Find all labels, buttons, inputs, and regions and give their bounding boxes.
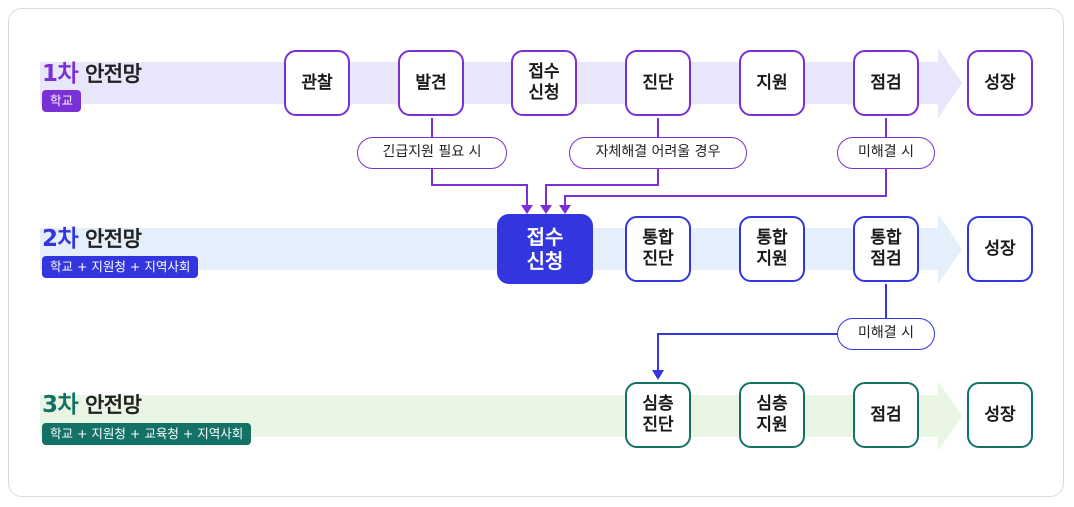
tier2-node-integrated-support: 통합 지원 (739, 216, 805, 282)
tier2-node-integrated-check: 통합 점검 (853, 216, 919, 282)
tier2-node-integrated-diagnose: 통합 진단 (625, 216, 691, 282)
tier2-node-growth: 성장 (967, 216, 1033, 282)
tier1-badge: 학교 (42, 90, 82, 112)
tier3-number: 3차 (42, 392, 79, 418)
tier2-node-intake: 접수 신청 (497, 214, 593, 284)
tier3-node-deep-diagnose: 심층 진단 (625, 382, 691, 448)
connector-unresolved-2 (657, 284, 887, 372)
tier1-number: 1차 (42, 61, 79, 87)
tier2-label: 안전망 (84, 227, 142, 251)
tier3-badge: 학교 + 지원청 + 교육청 + 지역사회 (42, 423, 252, 445)
tier2-badge: 학교 + 지원청 + 지역사회 (42, 256, 199, 278)
tier1-node-observe: 관찰 (284, 50, 350, 116)
arrowhead-unresolved-1 (559, 205, 571, 214)
tier1-title: 1차 안전망 (42, 54, 142, 88)
tier2-title: 2차 안전망 (42, 219, 142, 253)
condition-unresolved-2: 미해결 시 (837, 318, 935, 350)
tier1-node-discover: 발견 (398, 50, 464, 116)
tier1-node-support: 지원 (739, 50, 805, 116)
condition-unresolved-1: 미해결 시 (837, 137, 935, 169)
arrowhead-unresolved-2 (652, 370, 664, 380)
condition-self-hard: 자체해결 어려울 경우 (569, 137, 747, 169)
condition-urgent: 긴급지원 필요 시 (357, 137, 507, 169)
tier3-band-arrow (40, 381, 962, 451)
tier3-label: 안전망 (84, 393, 142, 417)
arrowhead-urgent (521, 205, 533, 214)
tier3-node-check: 점검 (853, 382, 919, 448)
tier3-title: 3차 안전망 (42, 385, 142, 419)
arrowhead-self-hard (540, 205, 552, 214)
tier1-node-check: 점검 (853, 50, 919, 116)
tier1-label: 안전망 (84, 62, 142, 86)
tier3-node-deep-support: 심층 지원 (739, 382, 805, 448)
tier1-node-growth: 성장 (967, 50, 1033, 116)
tier2-number: 2차 (42, 226, 79, 252)
tier1-band-arrow (40, 48, 962, 118)
tier1-node-diagnose: 진단 (625, 50, 691, 116)
tier3-node-growth: 성장 (967, 382, 1033, 448)
tier1-node-intake: 접수 신청 (511, 50, 577, 116)
